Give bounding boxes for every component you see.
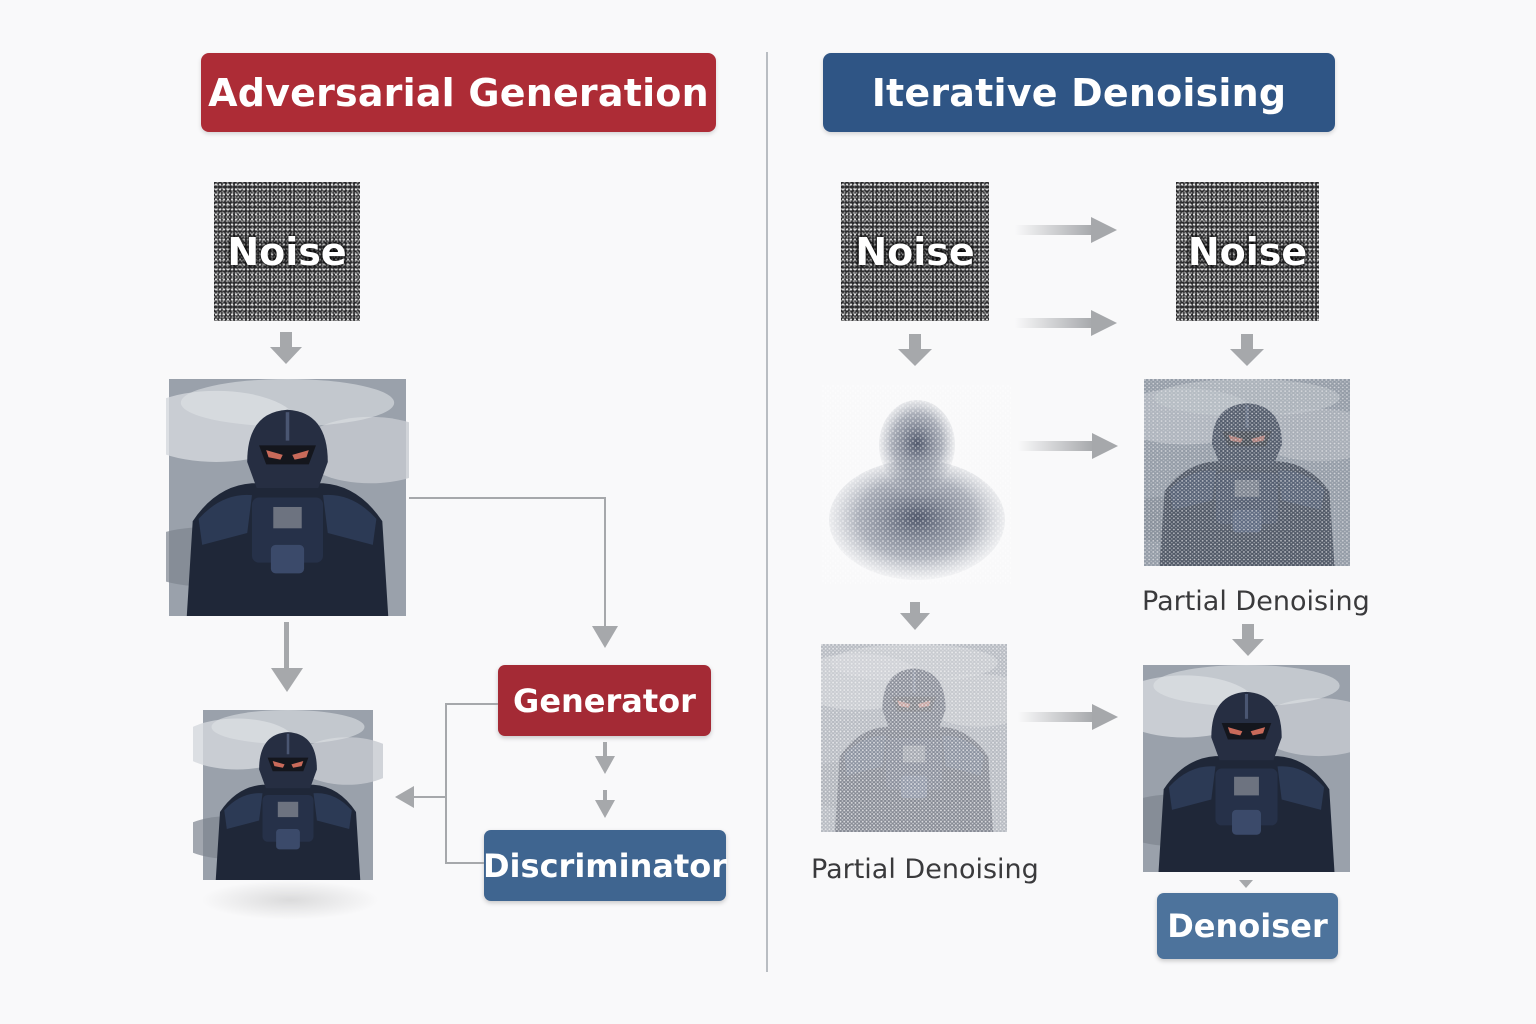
horizontal-arrow-3 [1018, 433, 1118, 459]
generator-label: Generator [513, 681, 696, 720]
down-arrow-image-to-output [271, 622, 303, 692]
down-arrow-noise-right-2 [1230, 334, 1264, 366]
horizontal-arrow-4 [1018, 704, 1118, 730]
noise-label-right-1: Noise [855, 229, 975, 274]
partial-denoising-caption-left: Partial Denoising [811, 854, 1039, 885]
iterative-denoising-title: Iterative Denoising [871, 70, 1287, 115]
dissolving-figure-image [822, 385, 1012, 585]
down-arrow-generator-2 [595, 790, 615, 818]
horizontal-arrow-1 [1015, 217, 1117, 243]
dissolving-figure [822, 385, 1012, 585]
partial-robot-left [821, 644, 1007, 832]
adversarial-generation-title: Adversarial Generation [208, 70, 709, 115]
horizontal-arrow-2 [1015, 310, 1117, 336]
robot-image-final [1143, 664, 1350, 873]
partial-denoised-image-left [821, 644, 1007, 832]
arrowhead-generator [592, 626, 618, 648]
noise-label-right-2: Noise [1187, 229, 1308, 274]
image-shadow [200, 880, 380, 920]
generated-image-small [193, 710, 383, 880]
iterative-denoising-header: Iterative Denoising [823, 53, 1335, 132]
noise-image-right-2: Noise [1176, 182, 1319, 321]
panel-divider [766, 52, 768, 972]
connector-image-to-generator [409, 497, 606, 628]
generator-box: Generator [498, 665, 711, 736]
discriminator-box: Discriminator [482, 830, 728, 901]
arrow-into-small-image [395, 786, 414, 808]
generated-image-large [166, 379, 409, 616]
down-arrow-noise-to-image [270, 332, 302, 364]
small-arrow-to-denoiser [1239, 880, 1253, 888]
denoiser-box: Denoiser [1157, 893, 1338, 959]
discriminator-label: Discriminator [482, 846, 728, 885]
robot-image-large [166, 379, 409, 616]
noise-image-right-1: Noise [841, 182, 989, 321]
adversarial-generation-header: Adversarial Generation [201, 53, 716, 132]
final-denoised-image [1143, 664, 1350, 873]
partial-denoised-image-right [1144, 379, 1350, 566]
down-arrow-noise-right-1 [898, 334, 932, 366]
down-arrow-partial-to-final [1232, 624, 1264, 656]
down-arrow-dissolve-to-partial [900, 602, 930, 630]
partial-robot-right [1144, 379, 1350, 566]
partial-denoising-caption-right: Partial Denoising [1142, 586, 1370, 617]
denoiser-label: Denoiser [1167, 907, 1328, 945]
down-arrow-generator-1 [595, 742, 615, 774]
robot-image-small [193, 710, 383, 880]
noise-image-left: Noise [214, 182, 360, 321]
noise-label-left: Noise [227, 229, 347, 274]
